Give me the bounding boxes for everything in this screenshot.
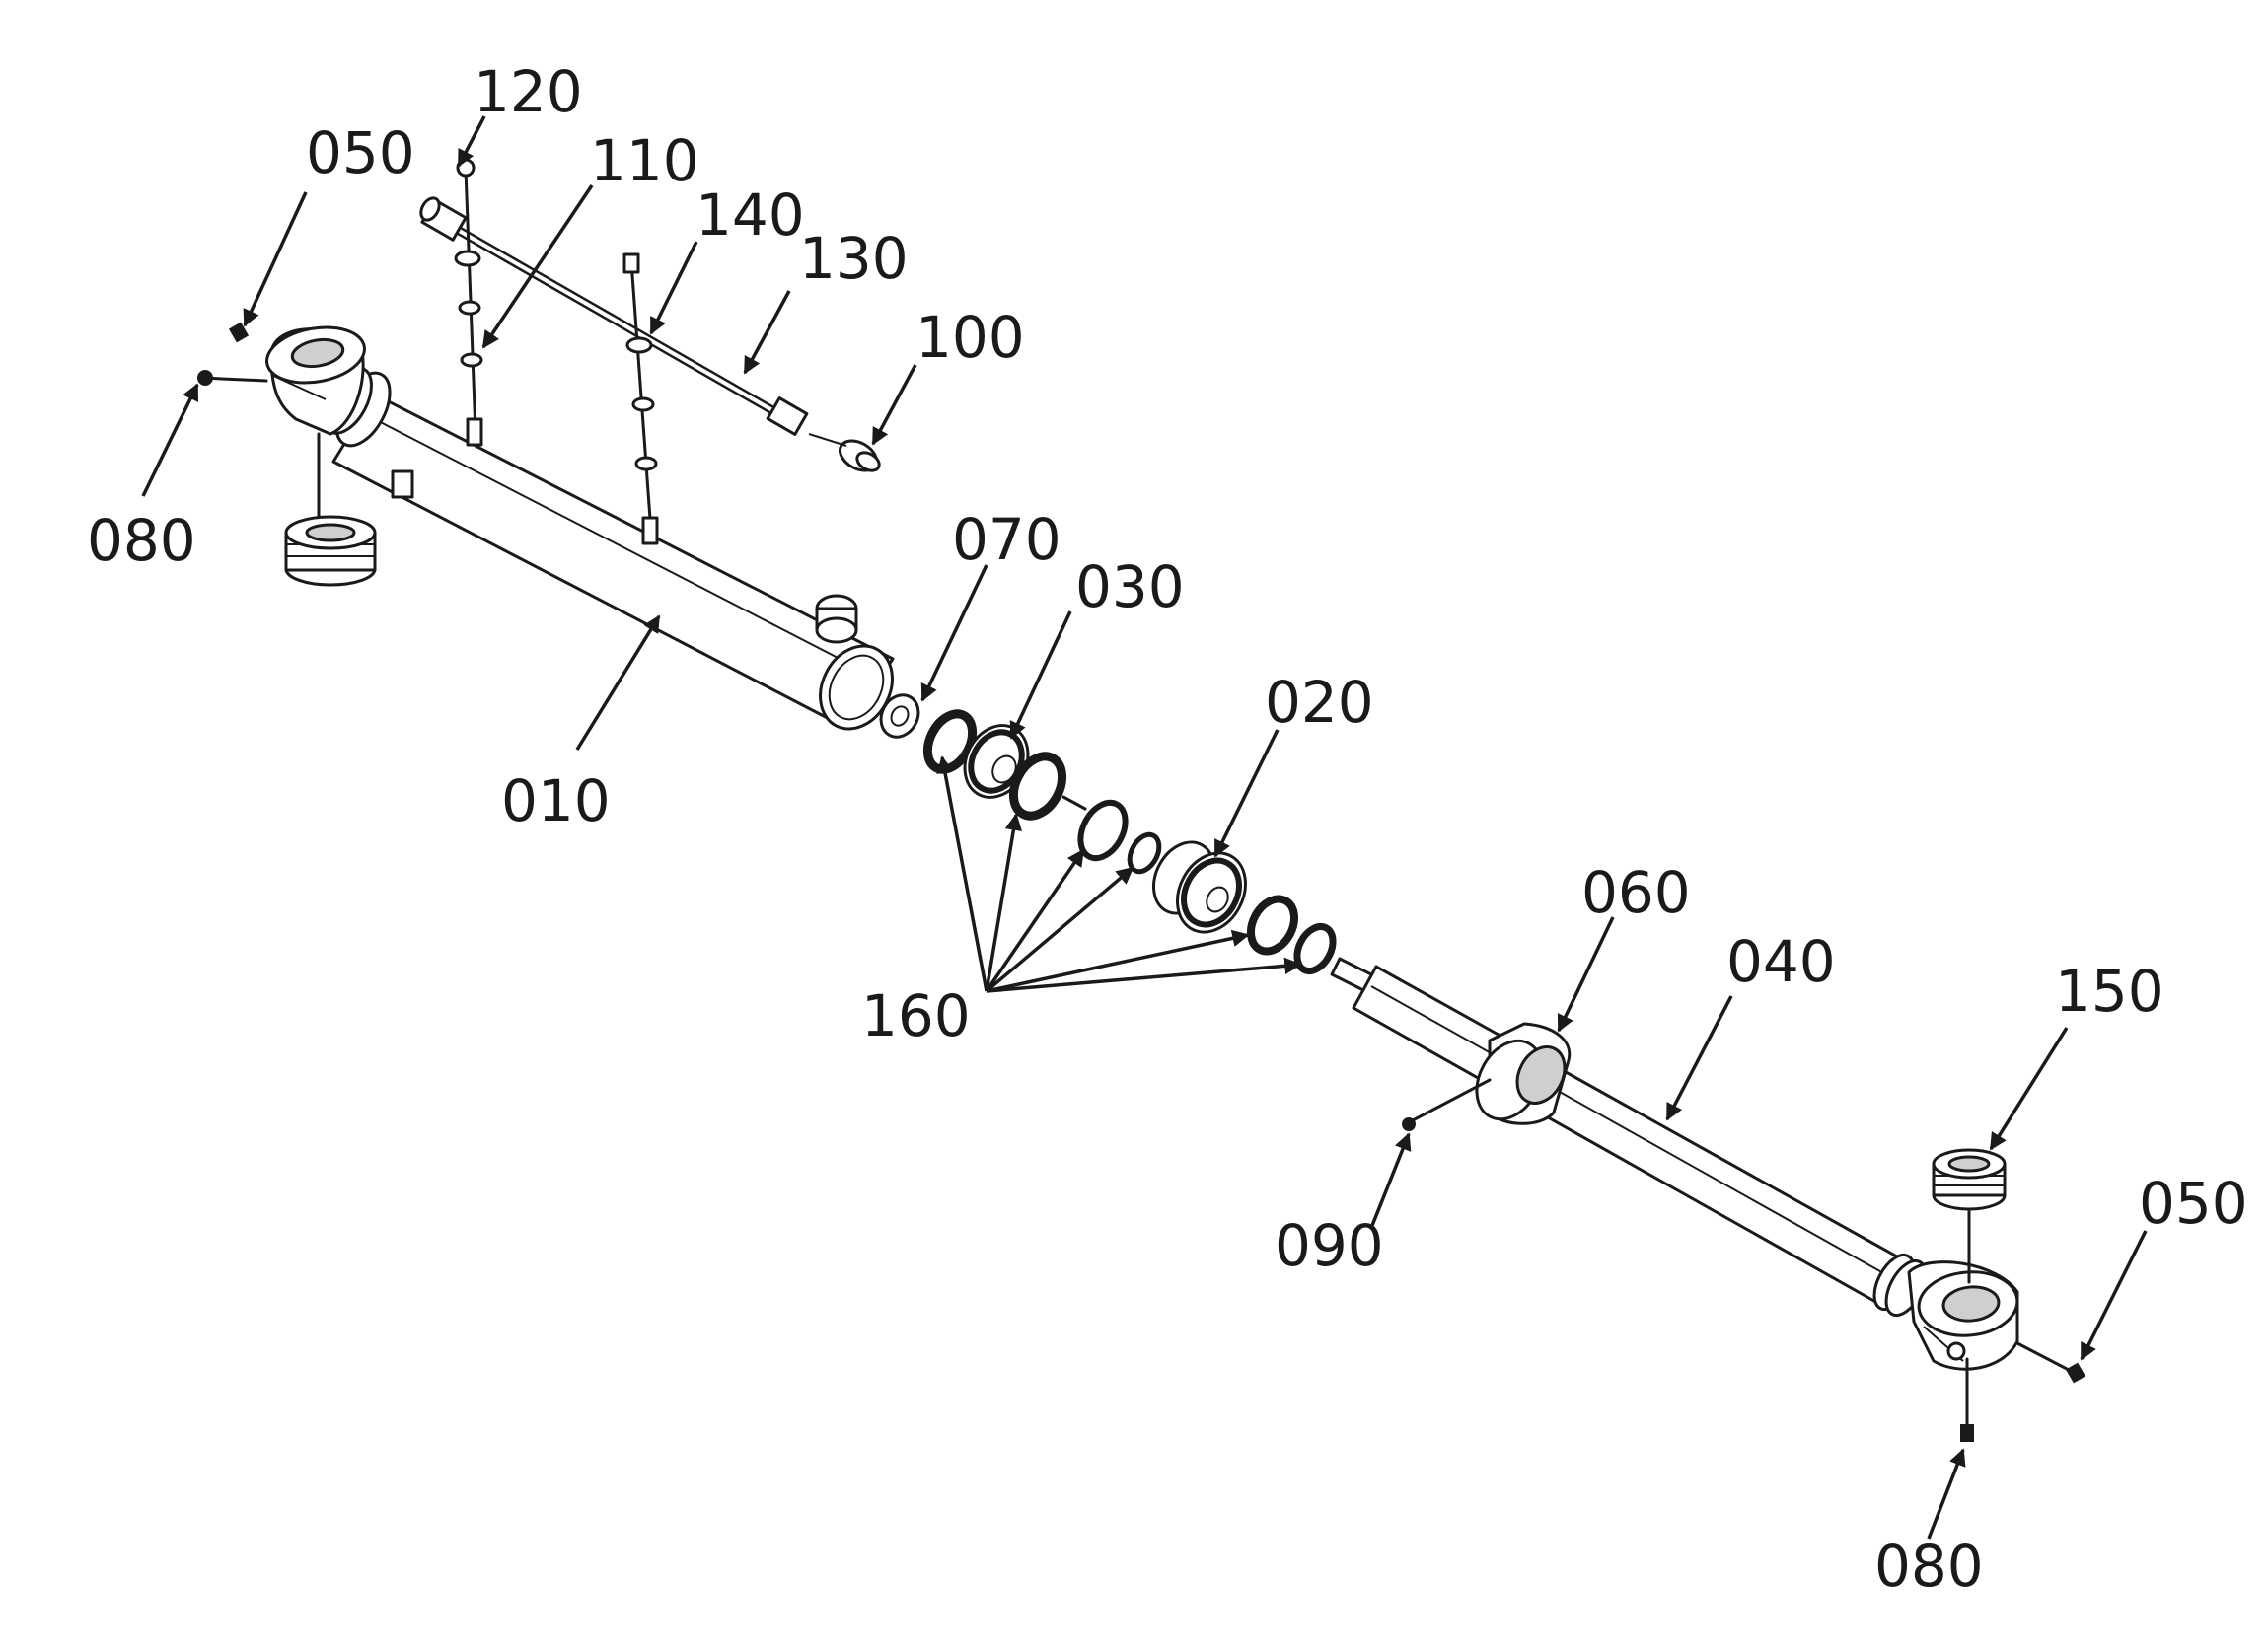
part-110-banjo-bolt-stack bbox=[454, 158, 483, 447]
part-080-grease-nipple-left bbox=[197, 370, 224, 386]
callout-120: 120 bbox=[474, 58, 583, 125]
callout-140: 140 bbox=[695, 181, 805, 249]
callout-050-top: 050 bbox=[306, 119, 415, 186]
callout-010: 010 bbox=[501, 767, 611, 834]
part-010-cylinder-barrel bbox=[220, 325, 895, 731]
callout-030: 030 bbox=[1075, 553, 1185, 620]
part-130-hydraulic-pipe bbox=[419, 196, 809, 436]
callout-100: 100 bbox=[915, 304, 1025, 371]
callout-110: 110 bbox=[590, 127, 699, 194]
part-030-gland bbox=[922, 709, 1067, 821]
callout-150: 150 bbox=[2055, 958, 2164, 1025]
part-160-seal-rings-middle bbox=[1061, 795, 1162, 875]
part-140-banjo-bolt-stack bbox=[622, 252, 659, 545]
callout-130: 130 bbox=[799, 225, 909, 292]
part-090-screw bbox=[1402, 1078, 1492, 1131]
part-050-setscrew-right bbox=[2065, 1362, 2086, 1384]
leader-lines bbox=[141, 115, 2148, 1540]
callout-040: 040 bbox=[1726, 928, 1836, 995]
part-bearing-left bbox=[284, 432, 377, 587]
callout-070: 070 bbox=[952, 506, 1061, 573]
callout-080-bottom: 080 bbox=[1874, 1533, 1984, 1600]
part-070-nut bbox=[879, 693, 920, 739]
callout-090: 090 bbox=[1275, 1212, 1384, 1279]
part-020-piston bbox=[1152, 840, 1337, 974]
callout-020: 020 bbox=[1265, 669, 1374, 736]
callout-160: 160 bbox=[861, 982, 971, 1049]
callout-050-right: 050 bbox=[2139, 1170, 2248, 1237]
part-100-fitting bbox=[808, 433, 881, 472]
callout-060: 060 bbox=[1581, 859, 1691, 926]
part-080-grease-nipple-right bbox=[1960, 1357, 1974, 1442]
part-060-rod-guide bbox=[1475, 1022, 1572, 1125]
part-050-setscrew-left bbox=[228, 322, 250, 343]
part-150-bearing-right bbox=[1932, 1148, 2007, 1284]
callout-080-left: 080 bbox=[87, 507, 196, 574]
callout-labels: 120 050 110 140 130 100 080 070 030 010 … bbox=[87, 58, 2248, 1600]
